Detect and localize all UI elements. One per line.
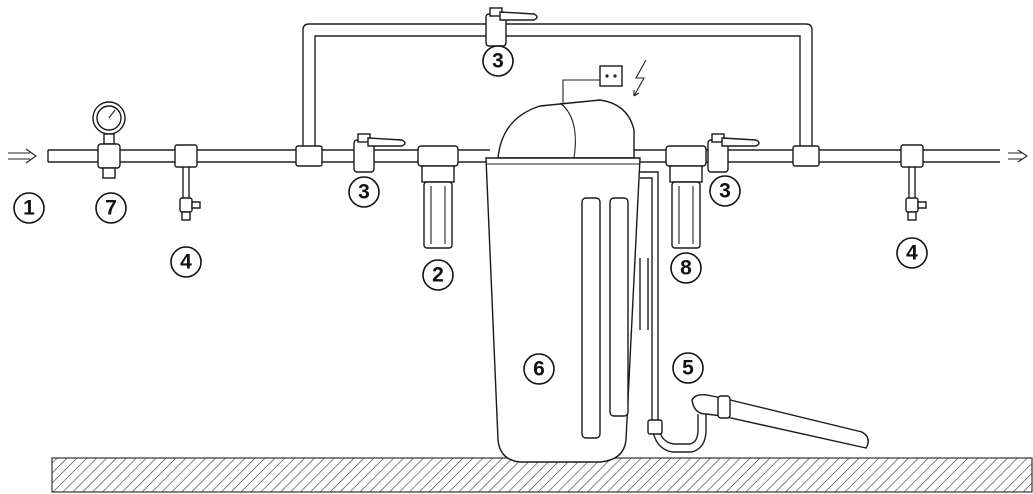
svg-text:3: 3 <box>492 50 504 73</box>
power-cable <box>562 65 623 108</box>
svg-text:3: 3 <box>358 181 370 204</box>
tee-fitting-right <box>792 145 820 167</box>
svg-text:3: 3 <box>719 180 731 203</box>
svg-text:6: 6 <box>533 358 545 381</box>
drain-line <box>639 171 869 453</box>
callout-drain: 5 <box>672 352 704 384</box>
svg-text:8: 8 <box>680 257 692 280</box>
tee-fitting-left <box>295 145 323 167</box>
callout-valve-outlet: 3 <box>709 175 741 207</box>
outlet-arrow <box>1008 149 1028 163</box>
postfilter-housing <box>665 145 707 249</box>
inlet-arrow <box>8 148 37 164</box>
svg-text:2: 2 <box>432 264 444 287</box>
callout-softener: 6 <box>523 353 555 385</box>
valve-outlet <box>707 133 760 173</box>
bypass-pipe <box>302 23 813 150</box>
svg-text:5: 5 <box>682 357 694 380</box>
sample-tap-right <box>900 144 927 221</box>
pressure-gauge <box>92 101 126 179</box>
water-softener-cabinet <box>485 99 641 463</box>
callout-valve-inlet: 3 <box>348 176 380 208</box>
callout-inlet: 1 <box>13 192 45 224</box>
sample-tap-left <box>174 144 201 221</box>
callout-tap-right: 4 <box>896 237 928 269</box>
svg-text:1: 1 <box>23 197 35 220</box>
lightning-icon <box>633 59 647 97</box>
svg-text:4: 4 <box>180 251 192 274</box>
callout-prefilter: 2 <box>422 259 454 291</box>
prefilter-housing <box>417 145 459 249</box>
callout-postfilter: 8 <box>670 252 702 284</box>
callout-pressure-gauge: 7 <box>95 192 127 224</box>
svg-text:7: 7 <box>105 197 117 220</box>
callout-valve-bypass: 3 <box>482 45 514 77</box>
callout-tap-left: 4 <box>170 246 202 278</box>
svg-text:4: 4 <box>906 242 918 265</box>
valve-inlet <box>353 133 406 173</box>
valve-bypass <box>485 7 538 47</box>
floor-hatch <box>51 457 1033 493</box>
